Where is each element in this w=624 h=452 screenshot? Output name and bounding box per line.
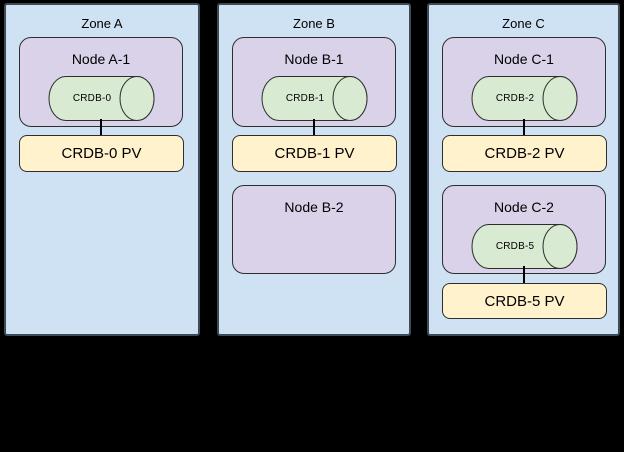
zone-a-title: Zone A: [81, 16, 123, 31]
crdb-1-label: CRDB-1: [285, 93, 325, 104]
connector-c2-pv: [523, 266, 525, 284]
cylinder-icon: [261, 76, 368, 121]
node-c2: Node C-2 CRDB-5: [442, 185, 606, 274]
cylinder-icon: [471, 224, 578, 269]
crdb-2-pv: CRDB-2 PV: [442, 135, 607, 172]
node-b2: Node B-2: [232, 185, 396, 274]
crdb-5-pv-label: CRDB-5 PV: [484, 292, 565, 310]
zone-a: Zone A Node A-1 CRDB-0 CRDB-0 PV: [4, 3, 200, 336]
zone-c-title: Zone C: [502, 16, 545, 31]
crdb-0-pv: CRDB-0 PV: [19, 135, 184, 172]
zone-b: Zone B Node B-1 CRDB-1 CRDB-1 PV Node B-…: [217, 3, 411, 336]
crdb-2-pv-label: CRDB-2 PV: [484, 145, 565, 162]
node-c1: Node C-1 CRDB-2: [442, 37, 606, 127]
crdb-2-pod: CRDB-2: [471, 76, 578, 121]
node-a1: Node A-1 CRDB-0: [19, 37, 183, 127]
connector-b1-pv: [313, 119, 315, 136]
crdb-1-pv: CRDB-1 PV: [232, 135, 397, 172]
zone-c: Zone C Node C-1 CRDB-2 CRDB-2 PV Node C-…: [427, 3, 620, 336]
crdb-2-label: CRDB-2: [495, 93, 535, 104]
crdb-1-pv-label: CRDB-1 PV: [274, 145, 355, 162]
crdb-1-pod: CRDB-1: [261, 76, 368, 121]
crdb-5-pod: CRDB-5: [471, 224, 578, 269]
node-a1-title: Node A-1: [71, 51, 131, 67]
node-c2-title: Node C-2: [494, 199, 554, 215]
connector-a1-pv: [100, 119, 102, 136]
connector-c1-pv: [523, 119, 525, 136]
crdb-0-pod: CRDB-0: [48, 76, 155, 121]
node-b1-title: Node B-1: [284, 51, 344, 67]
zone-b-title: Zone B: [293, 16, 335, 31]
crdb-0-label: CRDB-0: [72, 93, 112, 104]
crdb-5-label: CRDB-5: [495, 241, 535, 252]
node-c1-title: Node C-1: [494, 51, 554, 67]
node-b1: Node B-1 CRDB-1: [232, 37, 396, 127]
crdb-0-pv-label: CRDB-0 PV: [61, 145, 142, 162]
cylinder-icon: [48, 76, 155, 121]
crdb-5-pv: CRDB-5 PV: [442, 283, 607, 319]
cylinder-icon: [471, 76, 578, 121]
node-b2-title: Node B-2: [284, 199, 344, 215]
